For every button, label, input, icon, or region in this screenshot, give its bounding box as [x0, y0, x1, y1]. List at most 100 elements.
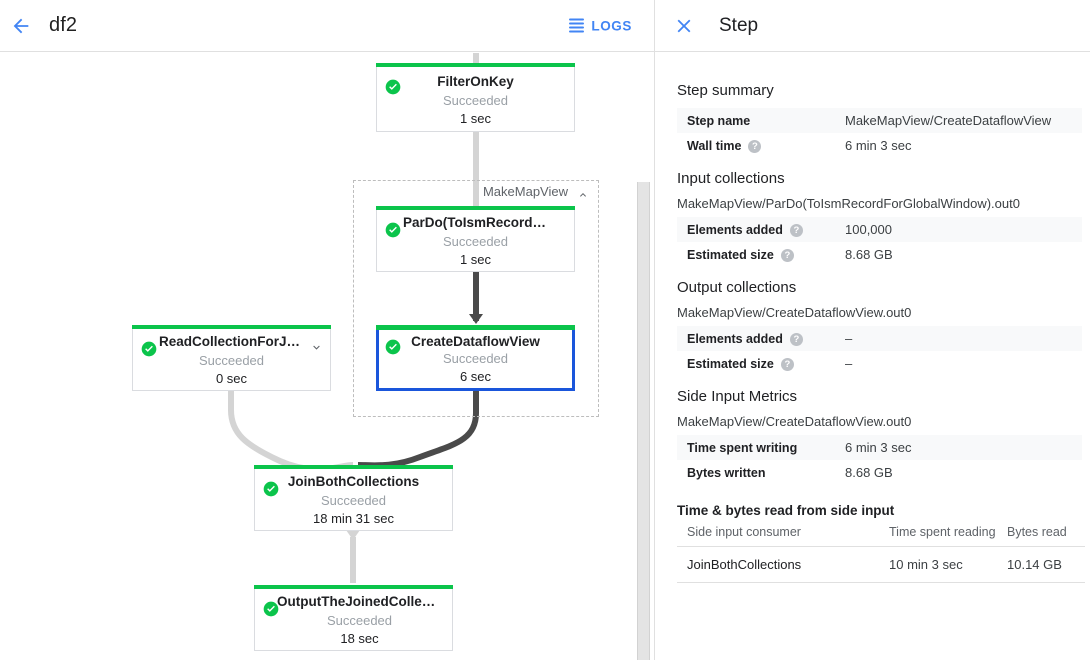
node-body: CreateDataflowView Succeeded 6 sec	[379, 329, 572, 388]
row-value: –	[845, 331, 853, 346]
column-header-time-spent-reading: Time spent reading	[889, 522, 1007, 547]
node-status: Succeeded	[442, 92, 509, 108]
column-header-side-input-consumer: Side input consumer	[677, 522, 889, 547]
help-icon[interactable]: ?	[789, 332, 803, 346]
row-key-label: Estimated size	[687, 356, 774, 371]
table-row: Estimated size? –	[677, 351, 1082, 376]
node-status-accent-bar	[254, 585, 453, 589]
arrow-left-icon[interactable]	[9, 14, 33, 38]
help-icon[interactable]: ?	[780, 248, 794, 262]
node-name: JoinBothCollections	[287, 474, 420, 489]
check-circle-icon	[141, 341, 157, 357]
row-value: 8.68 GB	[845, 465, 893, 480]
row-key-label: Estimated size	[687, 247, 774, 262]
logs-lines-icon	[569, 18, 585, 33]
graph-node-filteronkey[interactable]: FilterOnKey Succeeded 1 sec	[376, 63, 575, 132]
output-collection-name: MakeMapView/CreateDataflowView.out0	[677, 305, 912, 320]
chevron-up-icon[interactable]	[577, 188, 589, 200]
close-x-icon[interactable]	[673, 15, 695, 37]
job-graph-canvas[interactable]: MakeMapView FilterOnKey Succeeded 1 sec	[0, 53, 654, 660]
step-details-panel: Step Step summary Step name MakeMapView/…	[654, 0, 1090, 660]
check-circle-icon	[263, 601, 279, 617]
table-row: Elements added? –	[677, 326, 1082, 351]
section-title-output-collections: Output collections	[677, 279, 797, 296]
row-value: 100,000	[845, 222, 892, 237]
group-box-makemapview[interactable]: MakeMapView	[353, 180, 599, 417]
section-title-input-collections: Input collections	[677, 170, 785, 187]
panel-header: Step	[655, 0, 1090, 52]
section-title-time-bytes-read: Time & bytes read from side input	[677, 503, 895, 518]
row-value: 6 min 3 sec	[845, 440, 912, 455]
cell-bytes-read: 10.14 GB	[1007, 546, 1085, 583]
node-status-accent-bar	[376, 206, 575, 210]
row-key-label: Time spent writing	[687, 440, 798, 455]
table-row: Wall time? 6 min 3 sec	[677, 133, 1082, 158]
graph-node-joinbothcollections[interactable]: JoinBothCollections Succeeded 18 min 31 …	[254, 465, 453, 531]
panel-body: Step summary Step name MakeMapView/Creat…	[655, 52, 1090, 583]
input-collections-table: Elements added? 100,000 Estimated size? …	[677, 217, 1082, 267]
node-status: Succeeded	[442, 351, 509, 366]
node-status: Succeeded	[320, 493, 387, 508]
node-status: Succeeded	[442, 234, 509, 249]
row-key: Step name	[677, 108, 845, 133]
row-key-label: Wall time	[687, 138, 742, 153]
chevron-down-icon[interactable]	[310, 341, 323, 354]
side-input-collection-name: MakeMapView/CreateDataflowView.out0	[677, 414, 912, 429]
node-body: OutputTheJoinedCollec… Succeeded 18 sec	[255, 589, 452, 650]
check-circle-icon	[263, 481, 279, 497]
node-body: JoinBothCollections Succeeded 18 min 31 …	[255, 469, 452, 530]
check-circle-icon	[385, 222, 401, 238]
graph-vertical-scrollbar[interactable]	[637, 182, 650, 660]
table-row: JoinBothCollections 10 min 3 sec 10.14 G…	[677, 546, 1085, 583]
logs-button-label: LOGS	[591, 18, 632, 33]
help-icon[interactable]: ?	[748, 139, 762, 153]
node-time: 1 sec	[459, 110, 492, 126]
cell-time-spent-reading: 10 min 3 sec	[889, 546, 1007, 583]
row-key-label: Elements added	[687, 331, 783, 346]
graph-node-readcollectionforjoin[interactable]: ReadCollectionForJoin Succeeded 0 sec	[132, 325, 331, 391]
row-key: Estimated size?	[677, 242, 845, 267]
node-status: Succeeded	[326, 613, 393, 628]
check-circle-icon	[385, 79, 401, 95]
section-title-side-input-metrics: Side Input Metrics	[677, 388, 798, 405]
table-row: Estimated size? 8.68 GB	[677, 242, 1082, 267]
node-time: 0 sec	[215, 371, 248, 386]
node-name: CreateDataflowView	[411, 334, 540, 348]
node-time: 18 min 31 sec	[313, 511, 394, 526]
node-name: ParDo(ToIsmRecordFor…	[403, 215, 548, 230]
logs-button[interactable]: LOGS	[569, 18, 632, 33]
node-status-accent-bar	[376, 325, 575, 330]
node-status-accent-bar	[132, 325, 331, 329]
side-input-metrics-table: Time spent writing 6 min 3 sec Bytes wri…	[677, 435, 1082, 485]
side-input-consumers-table: Side input consumer Time spent reading B…	[677, 522, 1085, 583]
node-time: 6 sec	[459, 369, 492, 384]
graph-node-pardo-toismrecord[interactable]: ParDo(ToIsmRecordFor… Succeeded 1 sec	[376, 206, 575, 272]
node-time: 18 sec	[340, 631, 379, 646]
node-body: ParDo(ToIsmRecordFor… Succeeded 1 sec	[377, 210, 574, 271]
help-icon[interactable]: ?	[789, 223, 803, 237]
node-status-accent-bar	[254, 465, 453, 469]
row-value: 6 min 3 sec	[845, 138, 912, 153]
row-value: MakeMapView/CreateDataflowView	[845, 113, 1052, 128]
node-status: Succeeded	[198, 353, 265, 368]
graph-node-createdataflowview[interactable]: CreateDataflowView Succeeded 6 sec	[376, 325, 575, 391]
table-row: Elements added? 100,000	[677, 217, 1082, 242]
row-key-label: Step name	[687, 113, 751, 128]
table-row: Step name MakeMapView/CreateDataflowView	[677, 108, 1082, 133]
node-body: ReadCollectionForJoin Succeeded 0 sec	[133, 329, 330, 390]
node-time: 1 sec	[459, 252, 492, 267]
step-summary-table: Step name MakeMapView/CreateDataflowView…	[677, 108, 1082, 158]
row-key: Elements added?	[677, 217, 845, 242]
help-icon[interactable]: ?	[780, 357, 794, 371]
group-label: MakeMapView	[482, 184, 568, 199]
graph-node-outputthejoinedcollection[interactable]: OutputTheJoinedCollec… Succeeded 18 sec	[254, 585, 453, 651]
node-name: OutputTheJoinedCollec…	[277, 594, 442, 609]
row-key: Wall time?	[677, 133, 845, 158]
section-title-step-summary: Step summary	[677, 82, 774, 99]
row-key: Estimated size?	[677, 351, 845, 376]
node-status-accent-bar	[376, 63, 575, 67]
node-name: FilterOnKey	[437, 73, 514, 89]
input-collection-name: MakeMapView/ParDo(ToIsmRecordForGlobalWi…	[677, 196, 1020, 211]
row-key: Bytes written	[677, 460, 845, 485]
